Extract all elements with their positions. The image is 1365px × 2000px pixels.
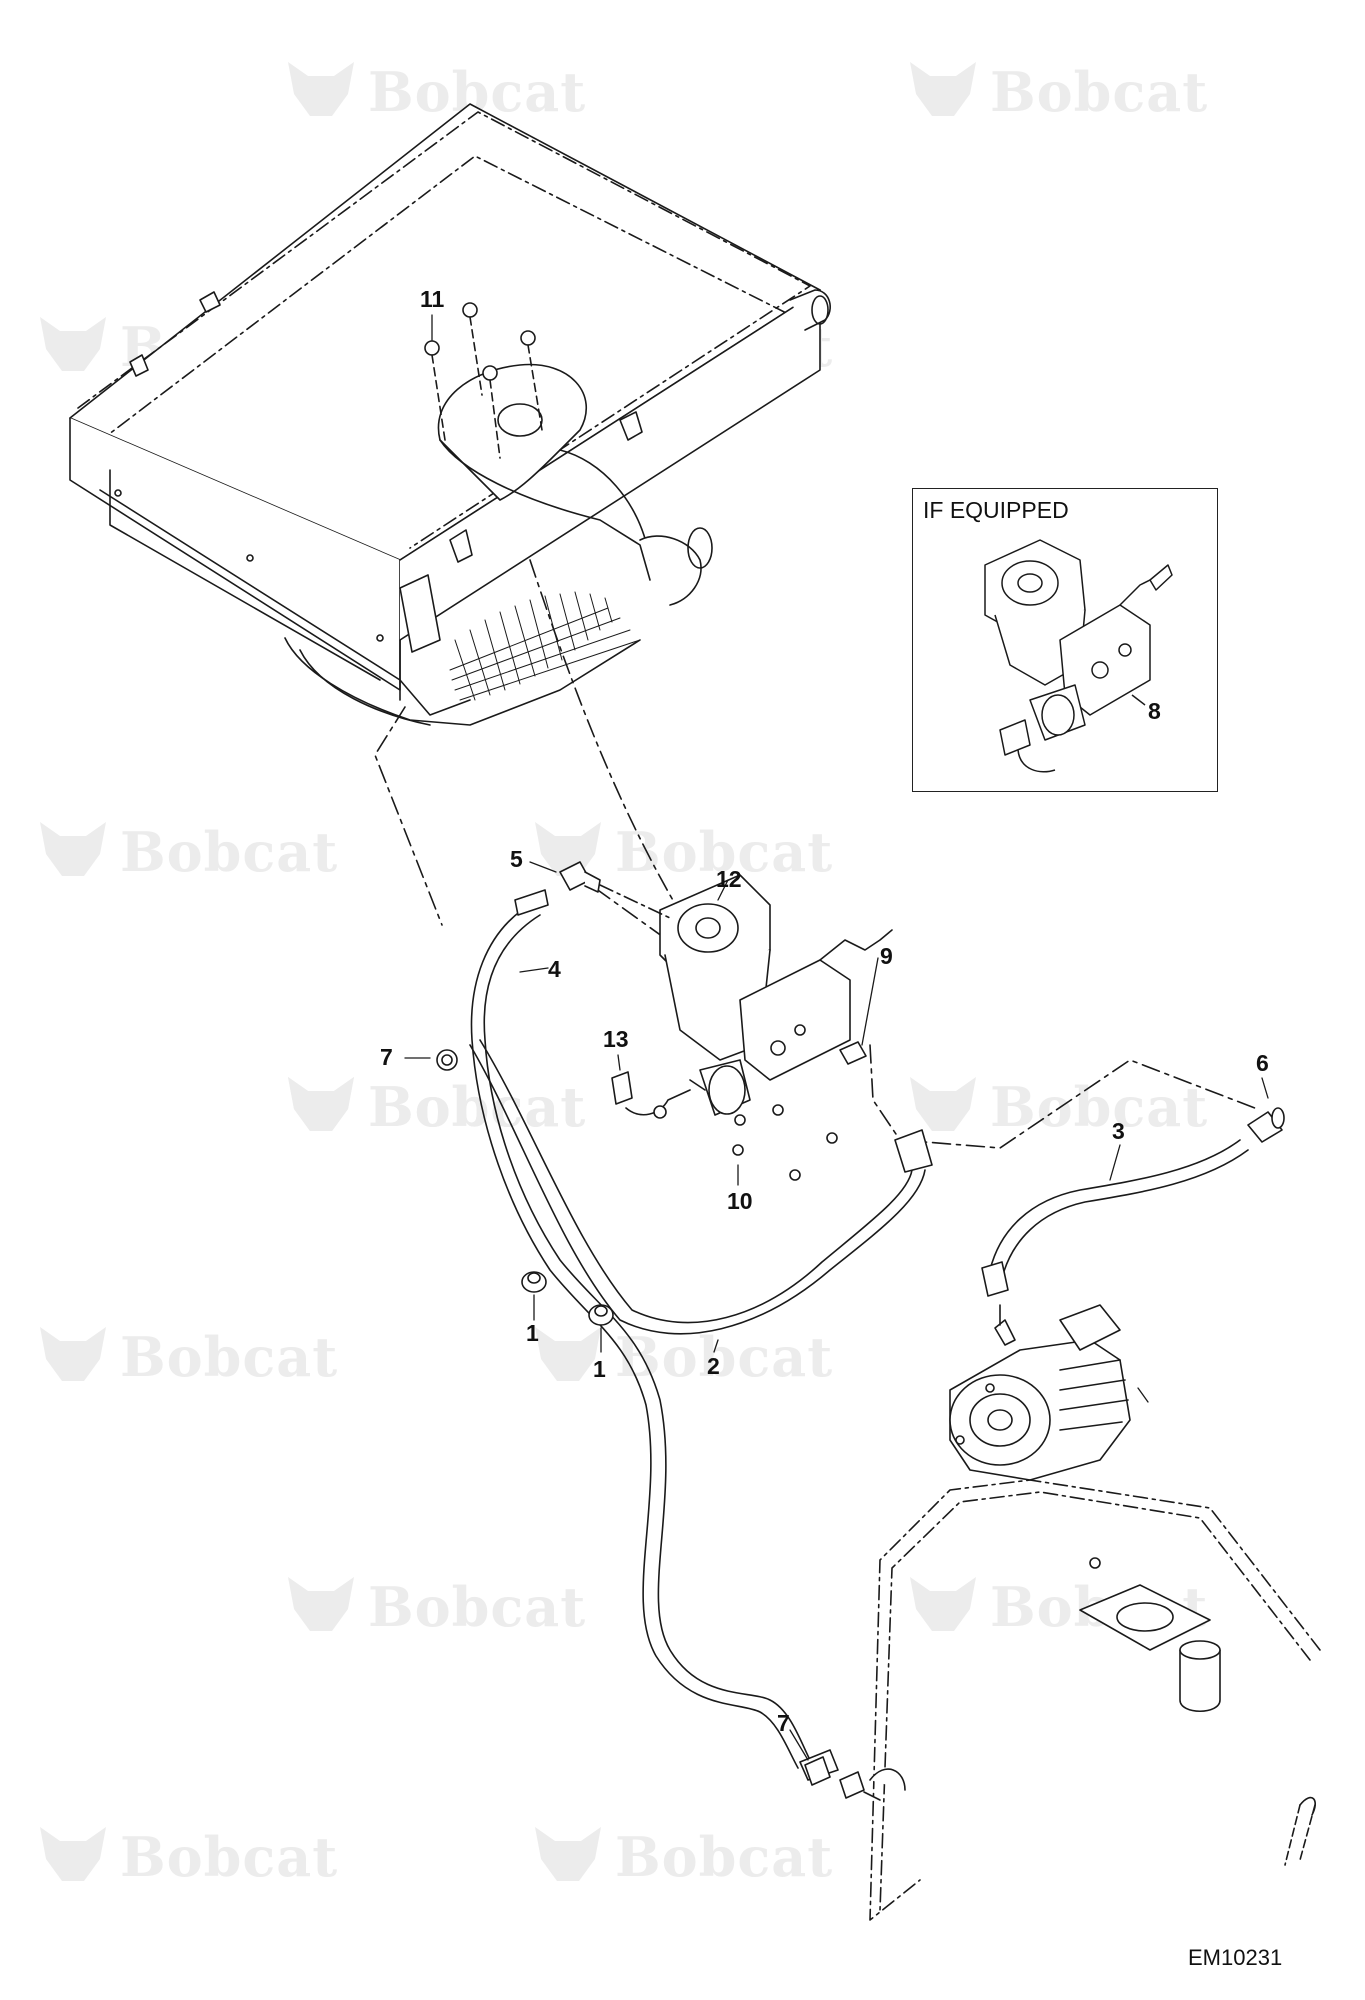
callout-c12: 12 [716,866,742,892]
callout-c7a: 7 [380,1044,393,1070]
watermark-text: Bobcat [990,60,1209,124]
item-6-fitting [1247,1107,1285,1143]
watermark-text: Bobcat [120,1825,339,1889]
callout-c6: 6 [1256,1050,1269,1076]
if-equipped-inset: IF EQUIPPED [912,488,1218,792]
watermark-text: Bobcat [615,820,834,884]
figure-id: EM10231 [1188,1945,1283,1970]
item-3-hose [981,1139,1249,1297]
callout-c9: 9 [880,943,893,969]
item-11-nuts [424,302,543,459]
callout-c2: 2 [707,1353,720,1379]
callout-c13: 13 [603,1026,629,1052]
callout-c1b: 1 [593,1356,606,1382]
watermark-logo-icon [288,1577,354,1631]
item-5-fitting [559,861,601,893]
item-7-clamp [436,1049,458,1071]
watermark-text: Bobcat [120,820,339,884]
callout-c1a: 1 [526,1320,539,1346]
hydraulic-pump [949,1304,1131,1481]
item-2-hose [469,1039,933,1335]
callout-c8: 8 [1148,698,1161,724]
item-1-clips [521,1271,614,1326]
callout-c10: 10 [727,1188,753,1214]
leader-lines [404,314,1269,1761]
item-10-bolts [732,1104,838,1181]
callout-c11: 11 [420,286,445,312]
callout-c4: 4 [548,956,561,982]
watermark-text: Bobcat [368,1575,587,1639]
callout-c5: 5 [510,846,523,872]
watermark-text: Bobcat [990,1075,1209,1139]
watermark-logo-icon [535,1327,601,1381]
inset-title: IF EQUIPPED [923,497,1069,523]
item-9-fitting [839,1041,867,1065]
watermark-logo-icon [535,822,601,876]
watermark-logo-icon [535,1827,601,1881]
callout-c7b: 7 [777,1710,790,1736]
watermark-logo-icon [40,317,106,371]
callout-c3: 3 [1112,1118,1125,1144]
watermark-logo-icon [910,62,976,116]
watermark-text: Bobcat [368,1075,587,1139]
watermark-logo-icon [288,62,354,116]
watermark-logo-icon [910,1077,976,1131]
cooler-assembly [69,103,831,726]
watermark-text: Bobcat [120,1325,339,1389]
watermark-logo-icon [40,822,106,876]
chassis-outline [869,1479,1321,1921]
watermark-text: Bobcat [368,1075,587,1139]
item-13-sensor [611,1071,691,1119]
watermark-logo-icon [288,1077,354,1131]
watermark-logo-icon [40,1327,106,1381]
inset-valve-drawing [984,539,1173,773]
chassis-port [869,1557,1221,1791]
watermark-logo-icon [40,1827,106,1881]
item-12-motor-valve [659,874,893,1126]
watermark-text: Bobcat [615,1825,834,1889]
item-7-clamp-lower [804,1756,865,1799]
watermark-logo-icon [910,1577,976,1631]
watermark-text: Bobcat [615,1325,834,1389]
